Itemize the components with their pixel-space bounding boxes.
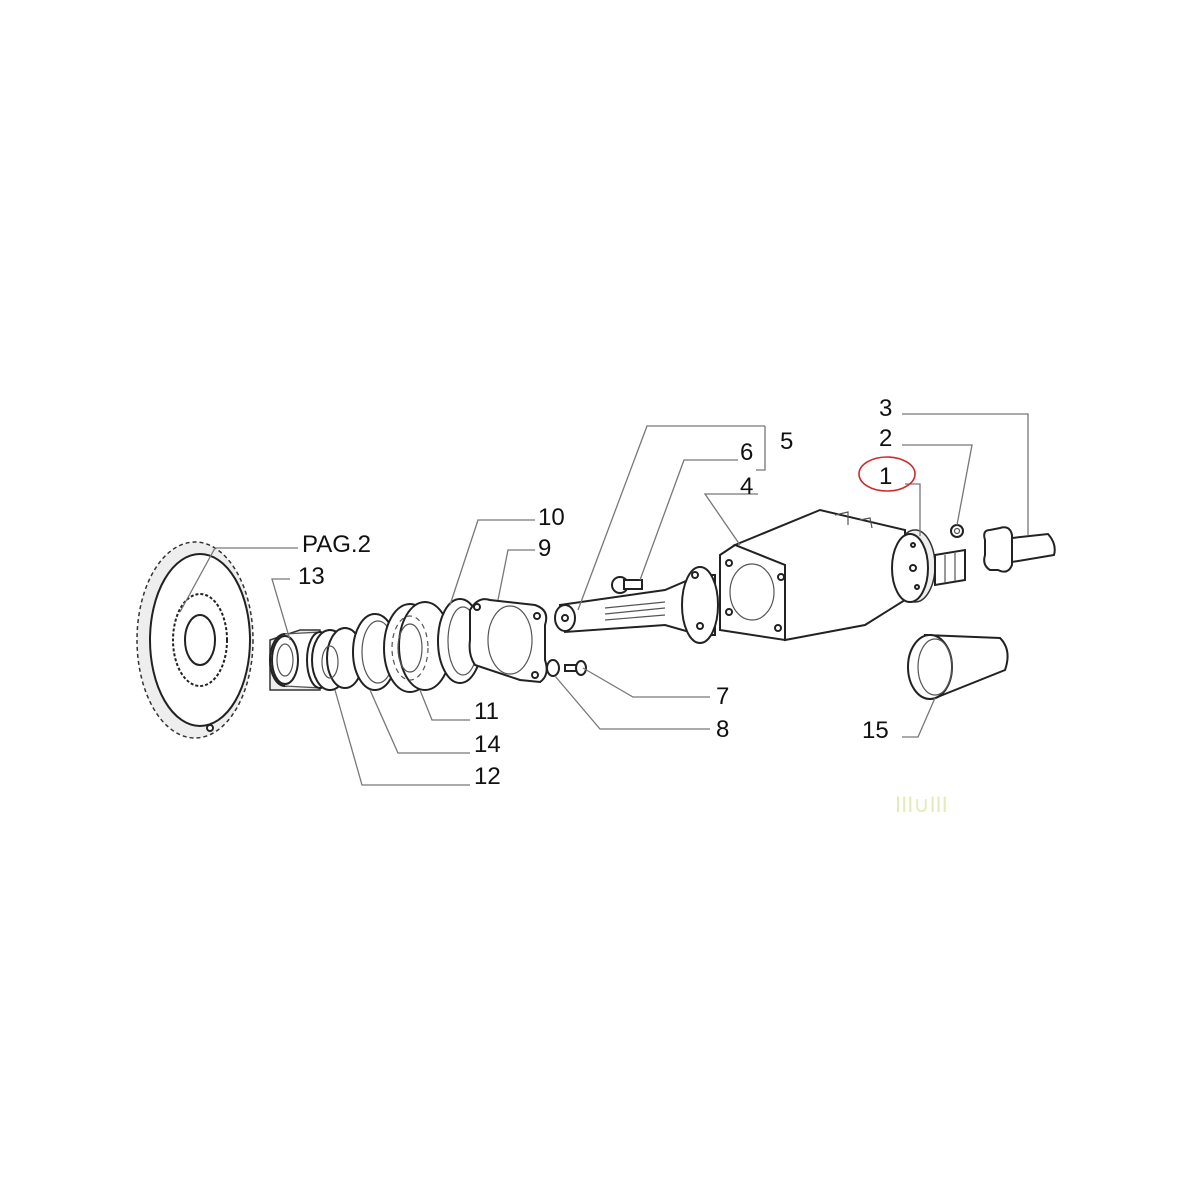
callout-2: 2 — [879, 425, 892, 452]
coupling-sleeve-part — [983, 526, 1056, 573]
ball-bearing-part — [383, 601, 452, 693]
callout-9: 9 — [538, 535, 551, 562]
callout-15: 15 — [862, 717, 889, 744]
callout-8: 8 — [716, 716, 729, 743]
leader-lines — [179, 413, 1029, 786]
highlight-circle — [858, 456, 916, 492]
watermark: III∪III — [895, 792, 948, 817]
callout-11: 11 — [474, 698, 499, 725]
callout-6: 6 — [740, 439, 753, 466]
callout-pag2: PAG.2 — [302, 531, 371, 558]
callout-3: 3 — [879, 395, 892, 422]
splined-shaft-part — [554, 566, 719, 644]
gear-part — [136, 541, 254, 739]
callout-1: 1 — [879, 463, 892, 490]
lock-washer-part — [546, 659, 560, 677]
callout-12: 12 — [474, 763, 501, 790]
screw-part — [564, 660, 587, 676]
gasket-plate-part — [468, 598, 548, 684]
spacer-ring-part — [311, 627, 364, 691]
housing-part — [719, 508, 906, 642]
callout-7: 7 — [716, 683, 729, 710]
pin-part — [611, 576, 643, 594]
callout-5: 5 — [780, 428, 793, 455]
callout-13: 13 — [298, 563, 325, 590]
callout-10: 10 — [538, 504, 565, 531]
nut-part — [950, 524, 964, 538]
callout-14: 14 — [474, 731, 501, 758]
callout-4: 4 — [740, 473, 753, 500]
callout-labels: PAG.2 13 12 14 11 10 9 8 7 6 5 4 1 2 3 1… — [298, 395, 892, 790]
cover-cap-part — [907, 633, 1009, 700]
flange-disc-part — [891, 529, 966, 603]
